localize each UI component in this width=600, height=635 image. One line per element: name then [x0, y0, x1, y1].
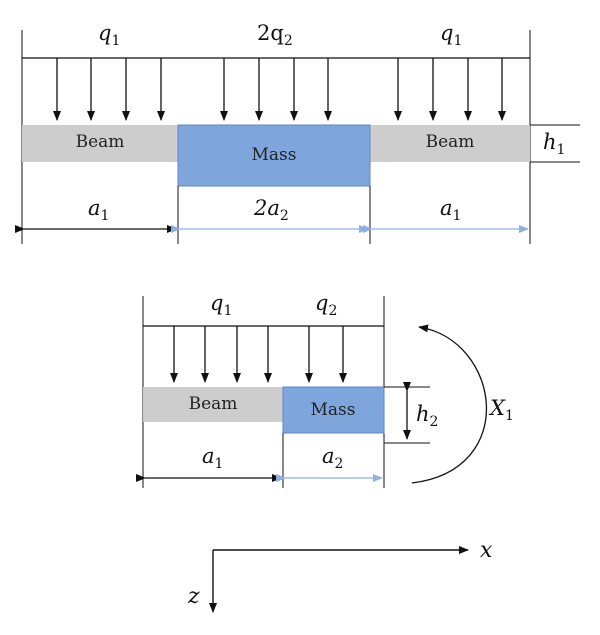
bottom-moment-arc: [411, 324, 488, 484]
top-load-left-label: q1: [98, 21, 120, 49]
bottom-moment-label: X1: [488, 396, 514, 424]
top-beam-right-label: Beam: [426, 132, 475, 152]
coordinate-axes: x z: [187, 538, 493, 613]
top-load-arrows: [53, 58, 506, 121]
z-axis-label: z: [187, 584, 200, 609]
bottom-load-arrows: [170, 326, 347, 383]
x-axis-label: x: [480, 538, 493, 563]
top-dim-right-label: a1: [440, 196, 461, 224]
bottom-diagram: q1 q2 Beam Mass h2 X1 a1 a2: [136, 291, 514, 488]
top-dim-middle-label: 2a2: [253, 196, 289, 224]
top-mass-label: Mass: [252, 145, 297, 165]
top-diagram: q1 2q2 q1 Beam Mass Beam h1: [15, 21, 580, 244]
bottom-h2-label: h2: [416, 402, 438, 430]
bottom-beam: [143, 387, 283, 422]
bottom-load-left-label: q1: [210, 291, 232, 319]
top-dim-left-label: a1: [88, 196, 109, 224]
top-beam-left: [22, 125, 178, 162]
bottom-mass-label: Mass: [311, 400, 356, 420]
bottom-dim-right-label: a2: [322, 444, 343, 472]
bottom-mass: [282, 386, 385, 434]
top-load-right-label: q1: [440, 21, 462, 49]
bottom-dim-left-label: a1: [202, 444, 223, 472]
top-beam-left-label: Beam: [76, 132, 125, 152]
top-h1-label: h1: [543, 130, 565, 158]
bottom-load-right-label: q2: [315, 291, 337, 319]
top-load-middle-label: 2q2: [257, 21, 293, 49]
bottom-beam-label: Beam: [189, 394, 238, 414]
top-beam-right: [370, 125, 530, 162]
top-mass: [177, 124, 371, 187]
